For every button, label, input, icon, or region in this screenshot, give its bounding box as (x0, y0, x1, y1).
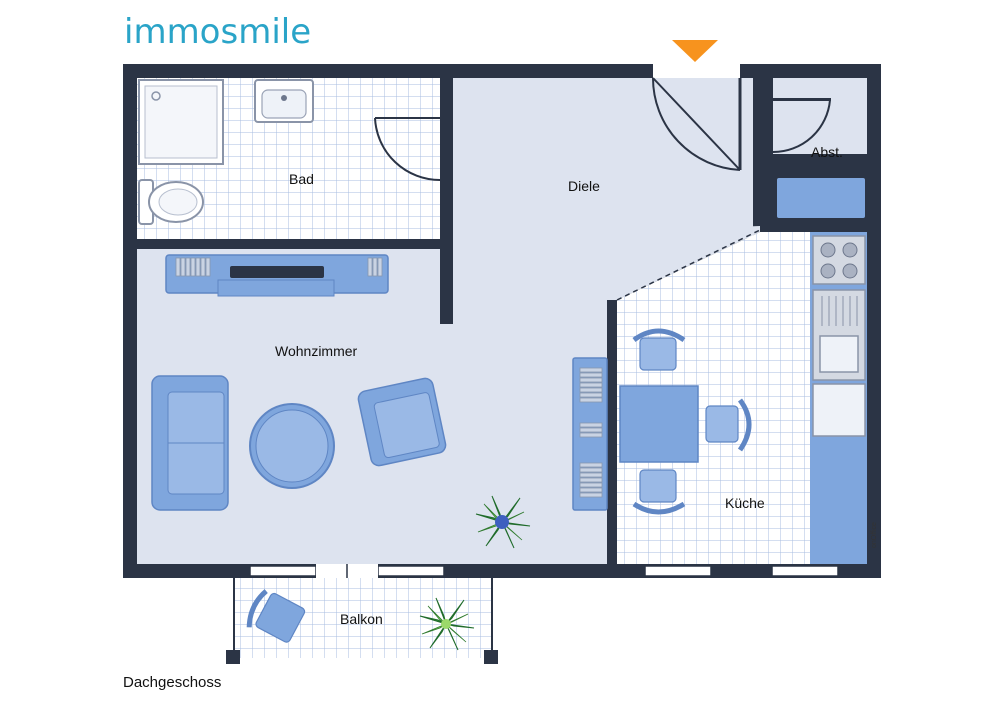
chair-top (632, 328, 686, 371)
entrance-door (651, 77, 741, 171)
chair-right (705, 398, 752, 452)
diele-extra (453, 78, 753, 228)
chair-bottom (632, 469, 686, 515)
burner-icon (842, 242, 858, 258)
room-label-bad: Bad (289, 171, 314, 187)
plant-icon (475, 495, 531, 549)
round-table-top (255, 409, 329, 483)
sink-basin (819, 335, 859, 373)
bad-door (374, 117, 441, 182)
entrance-arrow-icon (672, 40, 718, 62)
balcony-post (226, 650, 240, 664)
diele-diagonal-fill (453, 228, 760, 298)
brand-logo: immosmile (124, 12, 312, 52)
armchair (357, 377, 447, 467)
balcony-post (484, 650, 498, 664)
stove (812, 235, 866, 285)
balcony-chair (246, 589, 306, 643)
abst-floor (773, 78, 867, 154)
wall-wohn-kueche (607, 300, 617, 578)
sofa (151, 375, 229, 511)
dining-table (619, 385, 699, 463)
shower-inner (144, 85, 218, 159)
books-right-icon (367, 257, 383, 277)
floor-caption: Dachgeschoss (123, 674, 222, 691)
wall-abst-left-low (760, 152, 773, 228)
shower-drain-icon (151, 91, 161, 101)
window (644, 565, 712, 577)
tv (230, 266, 324, 278)
shelf-books-icon (579, 367, 603, 498)
toilet-seat (158, 188, 198, 216)
room-label-abst: Abst. (811, 144, 843, 160)
window (771, 565, 839, 577)
wall-abst-left (760, 78, 773, 100)
washbasin-bowl (261, 89, 307, 119)
abst-shelf (777, 178, 865, 218)
burner-icon (820, 242, 836, 258)
drainboard-icon (821, 296, 858, 326)
abst-door-leaf (773, 98, 831, 101)
room-label-balkon: Balkon (340, 611, 383, 627)
window (377, 565, 445, 577)
room-label-diele: Diele (568, 178, 600, 194)
room-label-kueche: Küche (725, 495, 765, 511)
wall-abst-bottom (760, 154, 770, 164)
watermark: onOffice (871, 522, 878, 548)
fridge (812, 383, 866, 437)
burner-icon (820, 263, 836, 279)
abst-gap (740, 64, 760, 78)
wall-bad-wohn (137, 239, 453, 249)
entrance-gap (653, 64, 740, 78)
washbasin-tap-icon (281, 95, 287, 101)
wall-bad-diele (440, 78, 453, 178)
burner-icon (842, 263, 858, 279)
room-label-wohnzimmer: Wohnzimmer (275, 343, 358, 359)
window (249, 565, 317, 577)
tv-bench-front (217, 279, 335, 297)
balcony-plant-icon (419, 597, 475, 651)
books-left-icon (175, 257, 211, 277)
